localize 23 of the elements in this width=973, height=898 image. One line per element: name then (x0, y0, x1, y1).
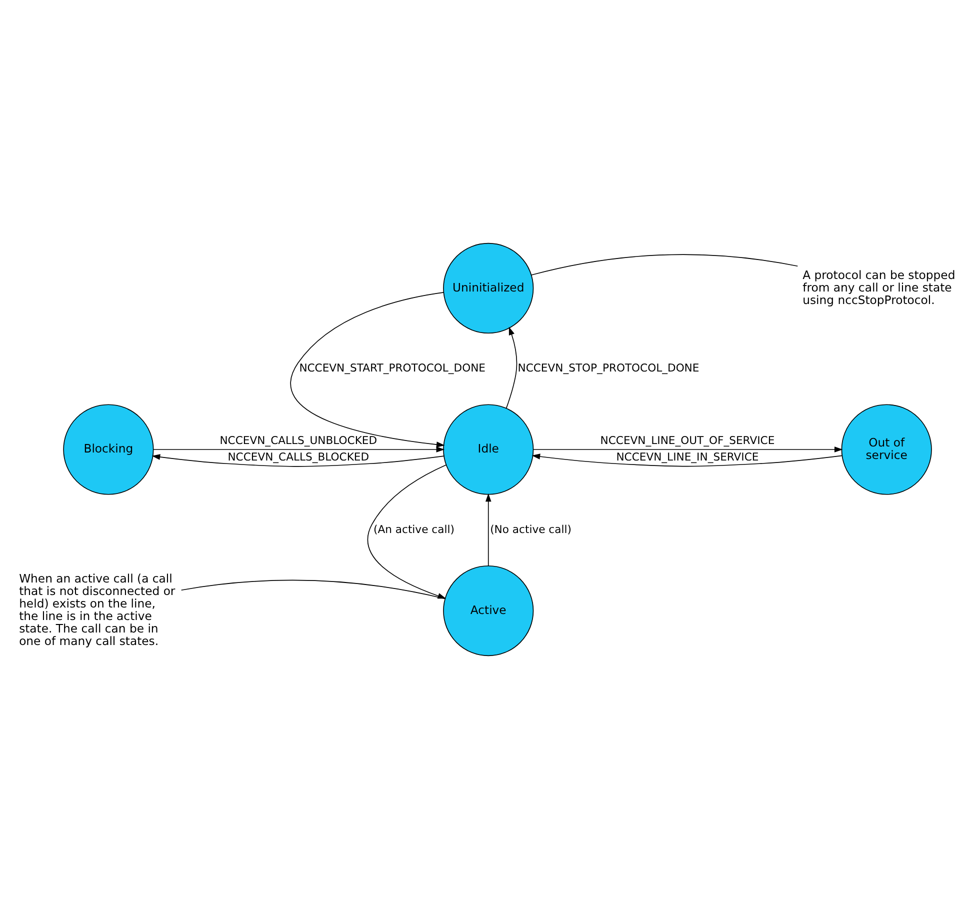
node-text: A protocol can be stopped from any call or line state using nccStopProtocol. (802, 267, 956, 306)
connector (530, 254, 798, 275)
edge-label: NCCEVN_LINE_IN_SERVICE (616, 450, 759, 464)
arrow (532, 453, 842, 466)
node-circle: Uninitialized (443, 242, 534, 334)
node-circle: Blocking (63, 404, 154, 494)
arrow (485, 492, 492, 566)
arrow (506, 326, 518, 408)
edge-label: NCCEVN_LINE_OUT_OF_SERVICE (600, 434, 775, 447)
node-circle: Out of service (841, 404, 932, 494)
edge-label: (No active call) (490, 522, 572, 536)
arrow (532, 446, 843, 452)
edge-label: NCCEVN_CALLS_BLOCKED (228, 450, 370, 464)
node-circle: Idle (443, 404, 534, 494)
edge-label: NCCEVN_STOP_PROTOCOL_DONE (518, 361, 700, 374)
edge-label: (An active call) (374, 522, 454, 536)
arrow (152, 454, 444, 466)
edge-label: NCCEVN_START_PROTOCOL_DONE (299, 361, 486, 374)
edge-label: NCCEVN_CALLS_UNBLOCKED (220, 434, 378, 447)
arrow (290, 292, 445, 447)
arrow (153, 446, 445, 452)
node-circle: Active (443, 564, 534, 656)
node-text: When an active call (a call that is not disconnected or held) exists on the line, the line is in the active state. The call can be in one of many call states. (19, 571, 176, 648)
